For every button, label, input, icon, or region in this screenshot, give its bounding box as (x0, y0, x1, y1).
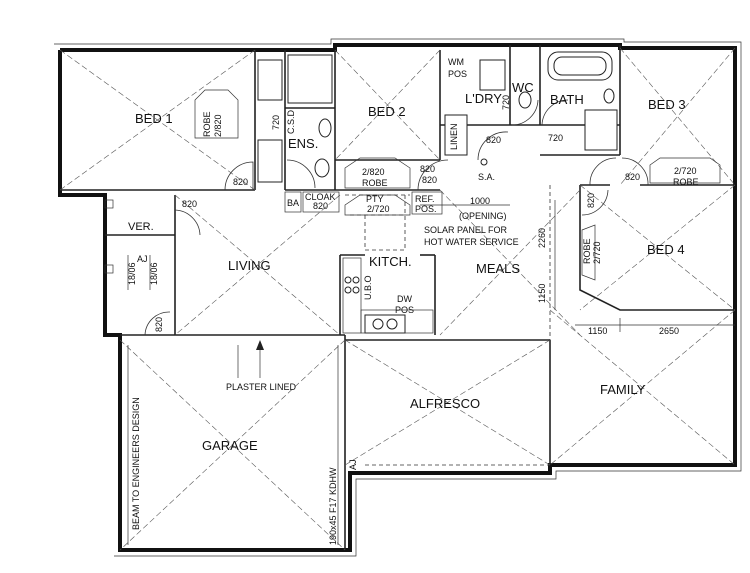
dim-1806-a: 18/06 (127, 262, 137, 285)
beam-note: BEAM TO ENGINEERS DESIGN (131, 397, 141, 530)
room-label-bed2: BED 2 (368, 104, 406, 119)
smoke-alarm-label: S.A. (478, 172, 495, 182)
bed2-robe-label: ROBE (362, 178, 388, 188)
dim-bath-720: 720 (548, 133, 563, 143)
linen-label: LINEN (449, 123, 459, 150)
solar-panel-note-line2: HOT WATER SERVICE (424, 237, 519, 247)
dim-wc-720: 720 (501, 95, 511, 110)
dim-2650: 2650 (659, 326, 679, 336)
opening-label: (OPENING) (459, 211, 507, 221)
dim-ver-820: 820 (182, 199, 197, 209)
room-label-bed3: BED 3 (648, 97, 686, 112)
bed2-robe-size: 2/820 (362, 167, 385, 177)
dim-bed3-820: 820 (625, 172, 640, 182)
room-label-kitch: KITCH. (369, 254, 412, 269)
ba-label: BA (287, 198, 299, 208)
dim-bed4-820: 820 (586, 193, 596, 208)
room-label-alfresco: ALFRESCO (410, 396, 480, 411)
dim-bed1-820: 820 (233, 177, 248, 187)
dim-ldry-820: 820 (486, 135, 501, 145)
dim-1150-vertical: 1150 (537, 284, 547, 303)
ref-label: REF. (415, 194, 435, 204)
aj-label-verandah: AJ (137, 254, 148, 264)
opening-width: 1000 (470, 196, 490, 206)
room-label-meals: MEALS (476, 261, 520, 276)
washing-machine-label: WM (448, 57, 464, 67)
robe-label: ROBE (202, 111, 212, 137)
csd-label: C.S.D (286, 109, 296, 134)
room-label-bed1: BED 1 (135, 111, 173, 126)
bed3-robe-size: 2/720 (674, 166, 697, 176)
exterior-walls (54, 38, 742, 557)
dim-hall-820: 820 (422, 175, 437, 185)
plaster-lined-note: PLASTER LINED (226, 382, 297, 392)
dim-ens-720: 720 (271, 115, 281, 130)
room-label-ens: ENS. (288, 136, 318, 151)
dim-1150-horizontal: 1150 (588, 326, 607, 336)
dim-garage-820: 820 (154, 317, 164, 332)
bed4-robe-label: ROBE (582, 238, 592, 264)
ubo-label: U.B.O (363, 275, 373, 300)
room-label-living: LIVING (228, 258, 271, 273)
kdhw-note: 190x45 F17 KDHW (328, 467, 338, 545)
bed3-robe-label: ROBE (673, 177, 699, 187)
interior-walls (60, 45, 735, 550)
annotation-labels: ROBE 2/820 C.S.D S.A. WM POS LINEN BA CL… (131, 57, 699, 545)
robe-size: 2/820 (213, 114, 223, 137)
room-label-wc: WC (512, 80, 534, 95)
cloak-label: CLOAK (305, 192, 336, 202)
room-label-bed4: BED 4 (647, 242, 685, 257)
solar-panel-note-line1: SOLAR PANEL FOR (424, 225, 508, 235)
room-label-garage: GARAGE (202, 438, 258, 453)
bed4-robe-size: 2/720 (592, 241, 602, 264)
room-label-family: FAMILY (600, 382, 646, 397)
room-diagonals (59, 47, 736, 551)
room-label-ver: VER. (128, 221, 154, 233)
dishwasher-pos: POS (395, 305, 414, 315)
ref-pos-label: POS. (415, 204, 437, 214)
room-label-bath: BATH (550, 92, 584, 107)
aj-label-alfresco: AJ (348, 459, 358, 470)
fixtures (104, 51, 735, 545)
dim-2260: 2260 (537, 228, 547, 248)
room-labels: BED 1 BED 2 BED 3 BED 4 ENS. L'DRY WC BA… (128, 80, 686, 453)
dim-cloak-820: 820 (313, 201, 328, 211)
room-label-ldry: L'DRY (465, 91, 502, 106)
dishwasher-label: DW (397, 294, 412, 304)
washing-machine-pos: POS (448, 69, 467, 79)
door-swings (144, 99, 649, 336)
dim-bed2-820: 820 (420, 164, 435, 174)
pantry-label: PTY (366, 194, 384, 204)
dimension-labels: 720 820 820 720 720 820 820 820 820 820 … (127, 95, 679, 336)
dim-1806-b: 18/06 (149, 262, 159, 285)
dim-pantry-720: 2/720 (367, 204, 390, 214)
